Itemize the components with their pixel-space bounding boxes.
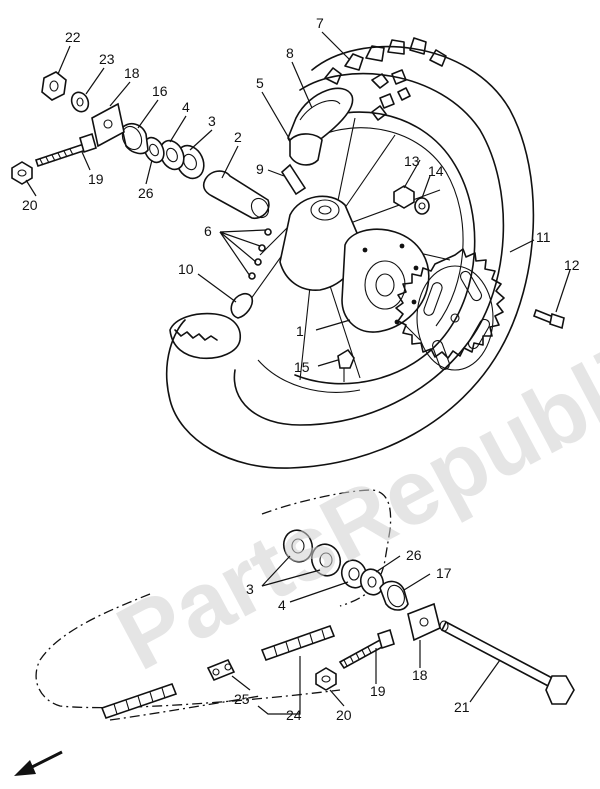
callout-15: 15	[294, 359, 310, 375]
callout-12: 12	[564, 257, 580, 273]
callout-labels: 22 23 18 16 4 3 2 19 20 26 5 8 7 9 6 10 …	[22, 15, 580, 723]
adjust-bolt-lower	[338, 628, 395, 670]
collar-upper	[121, 122, 149, 155]
seal-upper	[143, 136, 165, 164]
bearing-lower-b	[310, 543, 342, 577]
chain-puller-upper	[91, 102, 125, 148]
sprocket-bolt-12	[533, 308, 565, 330]
adjust-nut-upper	[11, 161, 33, 185]
oil-seal-upper	[159, 139, 185, 171]
rear-axle	[439, 620, 575, 705]
callout-8: 8	[286, 45, 294, 61]
leader-lines	[25, 31, 571, 715]
fitting-15	[337, 348, 355, 382]
callout-21: 21	[454, 699, 470, 715]
tire-tread	[324, 37, 447, 121]
callout-13: 13	[404, 153, 420, 169]
master-link	[206, 658, 236, 682]
adjust-nut-lower	[315, 667, 337, 691]
callout-10: 10	[178, 261, 194, 277]
washer-upper	[70, 91, 90, 113]
chain-puller-lower	[407, 602, 441, 642]
callout-4-upper: 4	[182, 99, 190, 115]
callout-20-upper: 20	[22, 197, 38, 213]
bearing-lower-a	[282, 529, 314, 563]
callout-18-upper: 18	[124, 65, 140, 81]
callout-18-lower: 18	[412, 667, 428, 683]
rim-lock-10	[230, 292, 254, 319]
adjust-bolt-upper	[34, 132, 97, 168]
sprocket-nut-13	[393, 185, 415, 209]
rear-sprocket	[395, 248, 505, 371]
callout-25: 25	[234, 691, 250, 707]
spoke-nipples	[248, 228, 272, 280]
callout-26-lower: 26	[406, 547, 422, 563]
axle-nut-upper	[41, 71, 67, 101]
callout-4-lower: 4	[278, 597, 286, 613]
axle-collar	[202, 170, 270, 220]
callout-14: 14	[428, 163, 444, 179]
callout-6: 6	[204, 223, 212, 239]
callout-19-upper: 19	[88, 171, 104, 187]
callout-5: 5	[256, 75, 264, 91]
callout-22: 22	[65, 29, 81, 45]
drive-chain	[100, 624, 336, 720]
sprocket-washer-14	[414, 197, 430, 215]
callout-11: 11	[536, 229, 551, 245]
rear-tire	[165, 37, 535, 469]
callout-24: 24	[286, 707, 302, 723]
callout-16: 16	[152, 83, 168, 99]
callout-17: 17	[436, 565, 452, 581]
arrow-down-left-icon	[14, 750, 63, 776]
callout-7: 7	[316, 15, 324, 31]
callout-20-lower: 20	[336, 707, 352, 723]
callout-19-lower: 19	[370, 683, 386, 699]
callout-2: 2	[234, 129, 242, 145]
callout-3-upper: 3	[208, 113, 216, 129]
tube-and-rim-band	[280, 87, 354, 196]
callout-3-lower: 3	[246, 581, 254, 597]
callout-23: 23	[99, 51, 115, 67]
callout-1: 1	[296, 323, 304, 339]
seal-lower	[359, 568, 385, 596]
hub	[279, 195, 430, 333]
collar-lower	[379, 580, 409, 611]
callout-26-upper: 26	[138, 185, 154, 201]
callout-9: 9	[256, 161, 264, 177]
